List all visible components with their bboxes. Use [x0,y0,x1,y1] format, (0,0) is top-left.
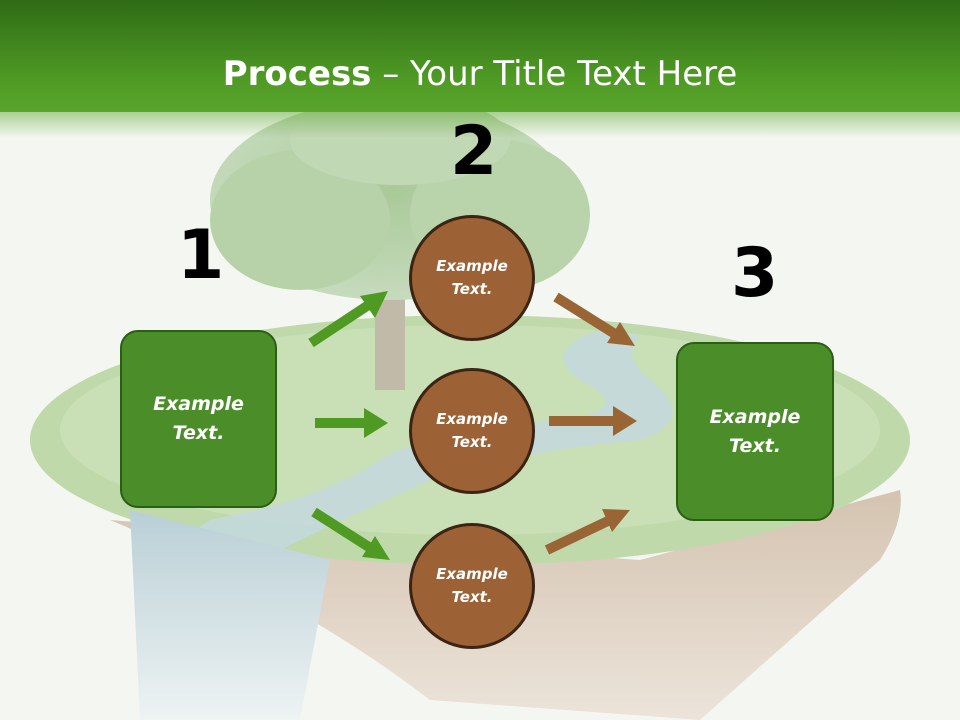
arrow-brown-middle [549,406,637,436]
arrow-green-up [308,291,388,348]
step-3-text-line1: Example [709,405,801,428]
step-1-box: Example Text. [120,330,277,508]
step-number-2: 2 [450,112,498,191]
circle-top: Example Text. [409,215,535,341]
circle-bottom-text-line2: Text. [451,588,493,606]
arrow-green-down [311,507,390,560]
circle-top-text-line2: Text. [451,280,493,298]
slide-title: Process – Your Title Text Here [0,50,960,98]
title-rest: – Your Title Text Here [371,54,738,94]
circle-middle-text-line2: Text. [451,433,493,451]
title-bold: Process [222,54,372,94]
step-3-text: Example Text. [710,403,801,461]
step-1-text-line1: Example [153,393,244,415]
step-1-text: Example Text. [153,390,244,448]
circle-top-text-line1: Example [436,257,508,275]
circle-middle-text-line1: Example [436,410,508,428]
circle-top-text: Example Text. [436,255,508,301]
circle-bottom-text-line1: Example [436,565,508,583]
step-3-box: Example Text. [676,342,834,521]
circle-middle: Example Text. [409,368,535,494]
circle-bottom: Example Text. [409,523,535,649]
step-1-text-line2: Text. [172,422,225,444]
circle-middle-text: Example Text. [436,408,508,454]
step-3-text-line2: Text. [729,434,781,457]
step-number-3: 3 [731,234,779,313]
arrow-green-middle [315,408,388,438]
arrow-brown-up [544,509,630,555]
step-number-1: 1 [177,216,225,295]
circle-bottom-text: Example Text. [436,563,508,609]
arrow-brown-down [553,292,635,346]
title-bar-fade [0,108,960,138]
title-bar [0,0,960,112]
